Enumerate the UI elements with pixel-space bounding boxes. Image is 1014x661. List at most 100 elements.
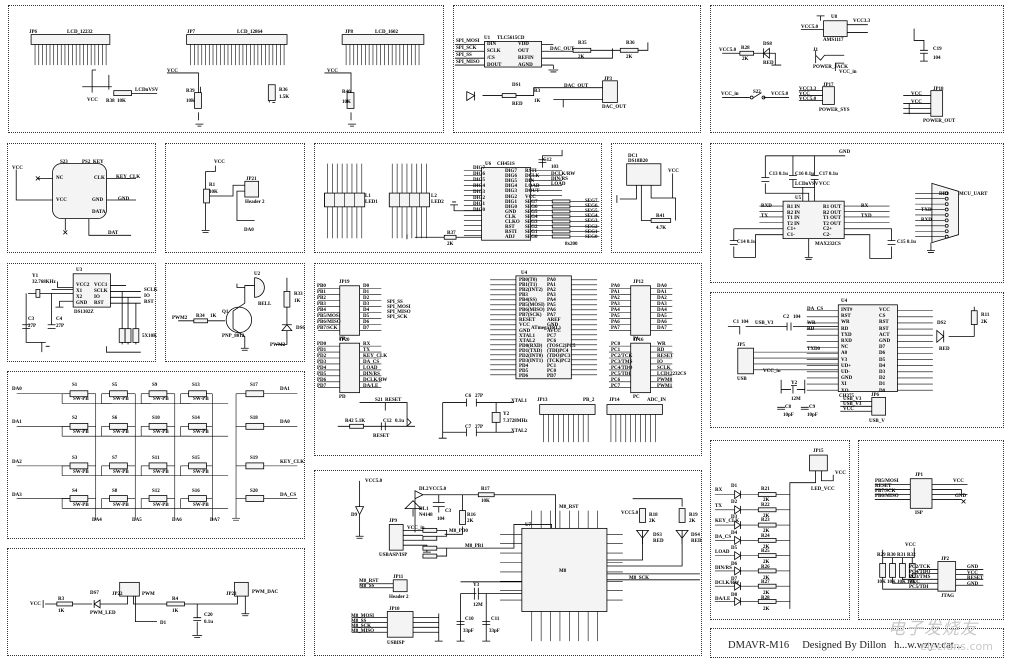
pwm-jp1-ref: JP22 bbox=[112, 592, 123, 597]
ch451-resistor-value: 2K bbox=[447, 242, 454, 247]
m8-crystal-value: 12M bbox=[473, 603, 483, 608]
extra-switch-net: DA_CS bbox=[280, 493, 297, 498]
ps2-net-gnd: GND bbox=[118, 197, 130, 202]
usb-pin: UD+ bbox=[841, 363, 852, 369]
dac-pin: DIN bbox=[487, 42, 497, 47]
keypad-row-label: DA1 bbox=[12, 420, 22, 425]
max-net-rx: RX bbox=[861, 204, 869, 209]
reset-switch-ref: S21 bbox=[375, 398, 383, 403]
usb-pin: XO bbox=[841, 388, 849, 394]
dac-pin: AGND bbox=[518, 63, 533, 68]
ch451-pin: RSTI bbox=[505, 230, 517, 236]
rtc-cap1-value: 27P bbox=[28, 324, 37, 329]
isp-supply: VCC bbox=[905, 543, 916, 548]
led-diode-icon bbox=[734, 489, 742, 500]
port-header-right: RX bbox=[363, 342, 371, 347]
reg-in: VCC5.0 bbox=[801, 25, 819, 30]
bell-ref: U2 bbox=[254, 272, 261, 277]
ledbar-resistor: R26 bbox=[761, 564, 770, 570]
usb-vheader-net1: USB_V3 bbox=[843, 397, 862, 402]
ps2-ref: S23 bbox=[60, 160, 68, 165]
url-fragment: h...w.wzyv.cat... bbox=[894, 640, 962, 651]
usb-chip-name: CH375 bbox=[839, 394, 854, 399]
keypad-switch bbox=[69, 390, 89, 398]
keypad-switch bbox=[188, 390, 207, 398]
rtc-crystal-value: 32.768KHz bbox=[32, 280, 56, 285]
aux2-name: ADC_IN bbox=[647, 398, 666, 403]
seg-resistor bbox=[551, 214, 571, 219]
dac-pin: REFIN bbox=[518, 56, 534, 61]
designer: Designed By Dillon bbox=[802, 640, 887, 651]
dac-header-name: DAC_OUT bbox=[602, 105, 627, 110]
ch451-pin: LOAD bbox=[525, 184, 540, 190]
ledbar-resistor-value: 2K bbox=[763, 529, 770, 534]
m8-diode1: DL2 bbox=[419, 487, 429, 492]
ch451-pin: DOUT bbox=[525, 189, 540, 195]
m8-isp-net: M8_SCK bbox=[351, 624, 371, 629]
rtc-net: RST bbox=[144, 300, 154, 305]
usb-cap4: C9 bbox=[809, 405, 816, 410]
lcd2-pot-value: 10K bbox=[186, 99, 195, 104]
port-header-ref: JP19 bbox=[339, 280, 350, 285]
dac-led-value: 1K bbox=[534, 99, 541, 104]
keypad-switch bbox=[148, 495, 168, 502]
keypad-switch-ref: S9 bbox=[152, 383, 158, 388]
m8-ref: U7 bbox=[525, 523, 532, 528]
port-header-right: D7 bbox=[363, 326, 370, 331]
spi-net: SPI_SS bbox=[387, 300, 403, 305]
dac-pin: VDD bbox=[518, 42, 529, 47]
max-net-txd: TXD bbox=[861, 214, 872, 219]
lcd2-name: LCD_12864 bbox=[237, 30, 263, 35]
sys-net: VCC bbox=[799, 92, 810, 97]
keypad-switch bbox=[109, 462, 128, 470]
usb-vheader-ref: JP6 bbox=[871, 393, 880, 398]
keypad-switch-type: SW-PB bbox=[153, 503, 169, 508]
mcu-pin: PD5 bbox=[519, 368, 529, 374]
keypad-switch-ref: S6 bbox=[112, 416, 118, 421]
port-header-left: PC0 bbox=[611, 342, 621, 347]
pwm-led-name: PWM_LED bbox=[90, 611, 116, 616]
m8-net-rst: M8_RST bbox=[559, 505, 579, 510]
buzzer-led-ref: DS6 bbox=[296, 326, 305, 331]
db9-contact bbox=[944, 202, 949, 207]
led-resistor bbox=[757, 537, 777, 543]
mcu-pin: (TCK)PC2 bbox=[547, 358, 571, 364]
buzzer-resistor: R34 bbox=[196, 314, 205, 319]
switch-to: VCC5.0 bbox=[771, 92, 789, 97]
m8-jp9-ref: JP9 bbox=[389, 519, 398, 524]
usb-pin: D0 bbox=[879, 388, 886, 394]
port-header-right: KEY_CLK bbox=[363, 354, 388, 359]
usb-crystal-ref: Y2 bbox=[791, 381, 798, 386]
ch451-pin: CLKO bbox=[505, 220, 520, 225]
lcd2-supply: VCC bbox=[167, 69, 178, 74]
max-cap-label: C17 0.1u bbox=[819, 172, 838, 177]
keypad-switch-type: SW-PB bbox=[73, 397, 89, 402]
ledbar-net: RX bbox=[715, 488, 723, 493]
keypad-switch-type: SW-PB bbox=[113, 503, 129, 508]
transistor-name: PNP_8012 bbox=[222, 334, 245, 339]
usb-cap1-value: 104 bbox=[741, 320, 749, 325]
power-led-resistor: R28 bbox=[741, 46, 750, 51]
ledbar-resistor: R25 bbox=[761, 549, 770, 554]
keypad-switch-ref: S13 bbox=[192, 383, 200, 388]
led-resistor bbox=[757, 553, 777, 558]
port-header-left: PC2/TCK bbox=[611, 354, 633, 359]
keypad-switch bbox=[109, 390, 128, 398]
extra-switch-net: KEY_CLK bbox=[280, 460, 305, 465]
port-header-right: D6 bbox=[363, 320, 370, 325]
mcu-pin: PC6 bbox=[547, 338, 557, 344]
port-header-left: PA5 bbox=[611, 314, 620, 319]
m8-ds3-color: RED bbox=[653, 539, 664, 544]
rtc-pin: X2 bbox=[76, 295, 83, 300]
panel-pwm: VCC R3 1K DS7 PWM_LED JP22 PWM D1 R4 1K … bbox=[7, 548, 305, 656]
keypad-switch bbox=[188, 462, 207, 470]
ledbar-net: DCLK/RW bbox=[715, 581, 740, 586]
dac-r1-ref: R35 bbox=[578, 41, 587, 46]
keypad-switch-ref: S2 bbox=[72, 416, 78, 421]
port-header-left: PD0 bbox=[317, 342, 327, 347]
usb-pin: V3 bbox=[841, 357, 848, 363]
extra-switch bbox=[245, 422, 265, 430]
dac-pin: SCLK bbox=[487, 49, 501, 54]
pullup-value: 10K bbox=[907, 580, 916, 585]
isp-net: PB5/MOSI bbox=[875, 479, 899, 484]
